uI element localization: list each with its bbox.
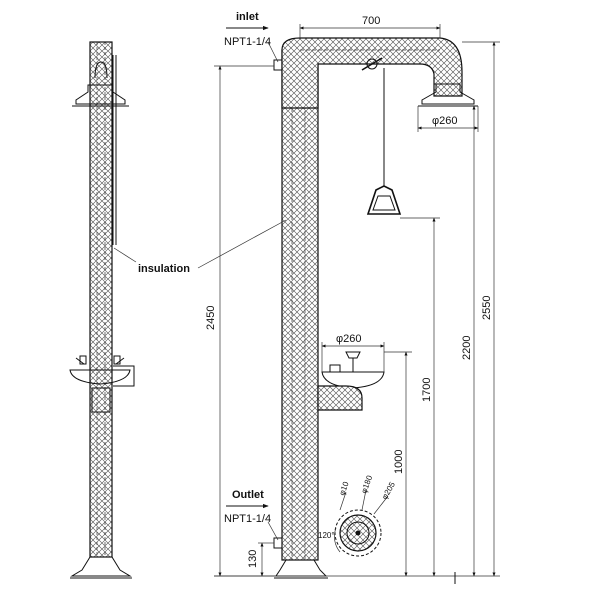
- side-view: [69, 41, 135, 579]
- front-column-insulation: [281, 49, 319, 561]
- side-column-insulation: [89, 41, 113, 558]
- pipe-section-detail: [334, 489, 389, 557]
- insulation-label: insulation: [138, 263, 190, 275]
- inlet-thread-label: NPT1-1/4: [224, 36, 271, 48]
- front-shower-arm-insulation: [281, 37, 463, 109]
- eyewash-supply-insulation: [317, 385, 363, 411]
- height-2200-dim: 2200: [461, 336, 473, 360]
- shower-head-dia-dim: φ260: [432, 115, 458, 127]
- side-push-handle: [113, 365, 135, 387]
- side-shower-head: [75, 84, 126, 105]
- outlet-thread-label: NPT1-1/4: [224, 513, 271, 525]
- height-2450-dim: 2450: [205, 306, 217, 330]
- height-1000-dim: 1000: [393, 450, 405, 474]
- front-base: [275, 559, 328, 577]
- shower-head: [421, 83, 475, 105]
- dimensions: [113, 24, 500, 584]
- section-d2-dim: φ180: [359, 474, 374, 495]
- height-1700-dim: 1700: [421, 378, 433, 402]
- outlet-label: Outlet: [232, 489, 264, 501]
- pull-handle: [366, 185, 402, 215]
- front-view: [273, 37, 478, 579]
- section-d3-dim: φ205: [380, 480, 397, 501]
- section-d1-dim: φ10: [337, 480, 350, 497]
- pull-pivot: [366, 58, 378, 70]
- bowl-dia-dim: φ260: [336, 333, 362, 345]
- height-130-dim: 130: [247, 550, 259, 568]
- inlet-fitting: [273, 59, 283, 71]
- inlet-label: inlet: [236, 11, 259, 23]
- side-eyewash-bowl: [69, 369, 131, 385]
- top-width-dim: 700: [362, 15, 380, 27]
- section-angle-dim: 120°: [318, 531, 335, 540]
- height-2550-dim: 2550: [481, 296, 493, 320]
- side-base: [70, 556, 132, 577]
